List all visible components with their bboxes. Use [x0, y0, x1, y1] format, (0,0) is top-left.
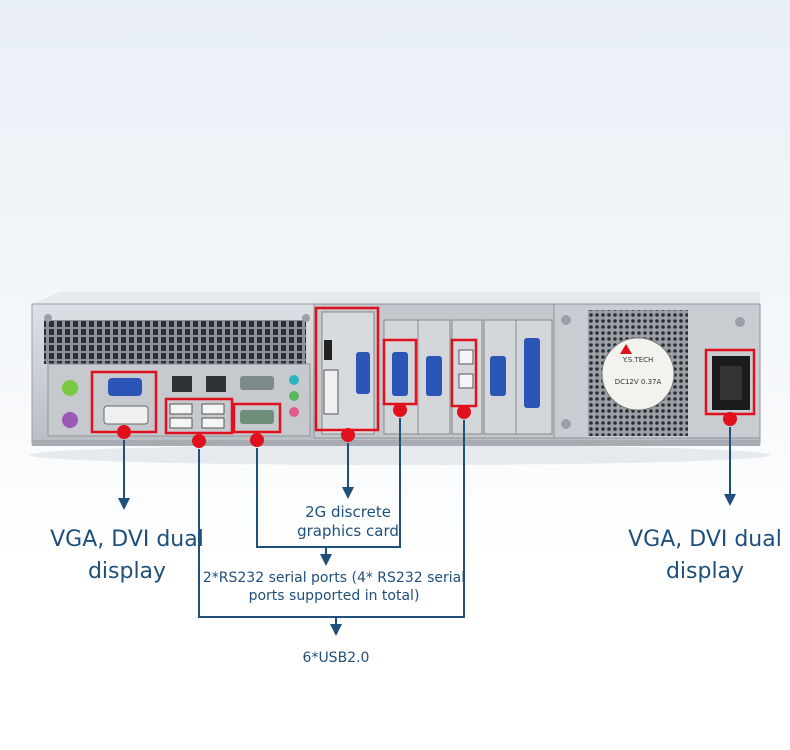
vga-port-icon: [356, 352, 370, 394]
parallel-port-icon: [524, 338, 540, 408]
usb-label: 6*USB2.0: [302, 650, 370, 666]
callout-dot: [341, 428, 355, 442]
serial-ports-label-line2: ports supported in total): [248, 588, 420, 604]
screw-icon: [302, 314, 310, 322]
leader-line-usb: [198, 420, 465, 618]
serial-port-icon: [426, 356, 442, 396]
screw-icon: [561, 315, 571, 325]
lan-port-icon: [172, 376, 192, 392]
graphics-card-label: 2G discrete graphics card: [278, 503, 418, 541]
screw-icon: [735, 317, 745, 327]
usb-port-icon: [169, 417, 193, 429]
right-display-label: VGA, DVI dual display: [620, 524, 790, 588]
power-supply: Y.S.TECH DC12V 0.37A: [588, 310, 750, 436]
dvi-port-icon: [103, 405, 149, 425]
leader-lines: [118, 418, 736, 636]
serial-port-icon: [392, 352, 408, 396]
ps2-mouse-port-icon: [62, 380, 78, 396]
serial-port-icon: [240, 410, 274, 424]
expansion-cards: [321, 311, 553, 435]
highlight-usb: [164, 397, 234, 435]
callout-dot: [117, 425, 131, 439]
motherboard-io-ports: [62, 375, 299, 429]
serial-ports-label: 2*RS232 serial ports (4* RS232 serial po…: [196, 569, 472, 605]
ps2-keyboard-port-icon: [62, 412, 78, 428]
serial-port-icon: [240, 376, 274, 390]
serial-port-icon: [490, 356, 506, 396]
highlight-serial: [232, 402, 282, 434]
right-display-label-line2: display: [665, 559, 745, 584]
fan-brand-text: Y.S.TECH: [622, 356, 654, 364]
leader-line-serial: [256, 418, 401, 548]
left-display-label-line2: display: [87, 559, 167, 584]
graphics-card-label-line1: 2G discrete: [305, 503, 391, 521]
left-display-label-line1: VGA, DVI dual: [50, 527, 204, 552]
vga-port-icon: [108, 378, 142, 396]
usb-port-icon: [201, 403, 225, 415]
audio-jack-icon: [289, 407, 299, 417]
usb-port-icon: [201, 417, 225, 429]
screw-icon: [44, 314, 52, 322]
usb-port-icon: [169, 403, 193, 415]
audio-jack-icon: [289, 375, 299, 385]
left-display-label: VGA, DVI dual display: [42, 524, 212, 588]
graphics-card-label-line2: graphics card: [297, 522, 399, 540]
fan-rating-text: DC12V 0.37A: [615, 378, 662, 386]
serial-ports-label-line1: 2*RS232 serial ports (4* RS232 serial: [202, 570, 466, 586]
fan-icon: [601, 337, 675, 411]
hdmi-port-icon: [324, 340, 332, 360]
callout-dot: [192, 434, 206, 448]
callout-dot: [250, 433, 264, 447]
usb-port-icon: [458, 349, 474, 365]
screw-icon: [561, 419, 571, 429]
right-display-label-line1: VGA, DVI dual: [628, 527, 782, 552]
usb-port-icon: [458, 373, 474, 389]
callout-dot: [723, 412, 737, 426]
callout-dot: [457, 405, 471, 419]
audio-jack-icon: [289, 391, 299, 401]
callout-dot: [393, 403, 407, 417]
dvi-port-icon: [323, 369, 339, 415]
chassis-vent: [44, 320, 306, 364]
callout-dots: [117, 403, 737, 448]
lan-port-icon: [206, 376, 226, 392]
